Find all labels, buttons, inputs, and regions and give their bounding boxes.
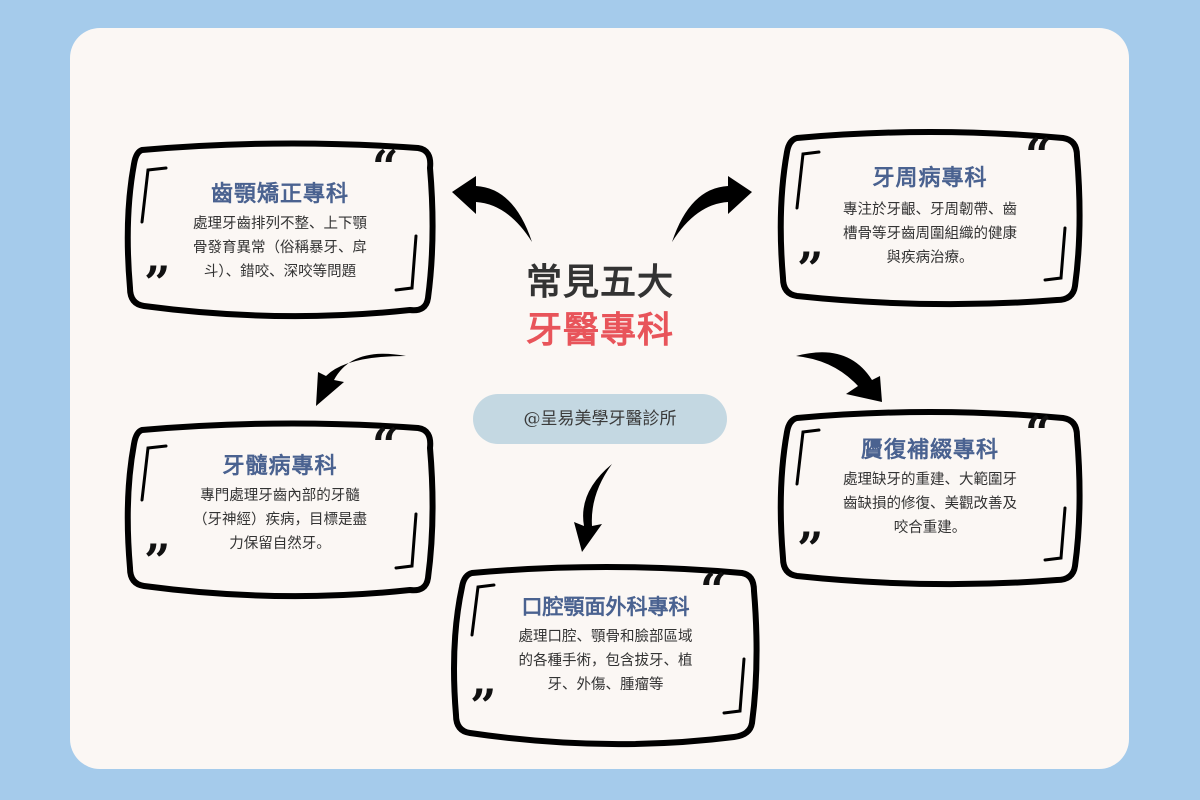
speech-frame-icon [777,129,1083,308]
clinic-badge: @呈易美學牙醫診所 [473,394,727,444]
specialty-card-endodontics: “ ” 牙髓病專科 專門處理牙齒內部的牙髓 （牙神經）疾病，目標是盡 力保留自然… [120,418,440,600]
close-quote-icon: ” [144,534,171,588]
specialty-card-prosthodontics: “ ” 贗復補綴專科 處理缺牙的重建、大範圍牙 齒缺損的修復、美觀改善及 咬合重… [775,408,1085,588]
close-quote-icon: ” [797,242,824,296]
specialty-title: 贗復補綴專科 [860,437,999,463]
specialty-card-periodontics: “ ” 牙周病專科 專注於牙齦、牙周韌帶、齒 槽骨等牙齒周圍組織的健康 與疾病治… [775,128,1085,308]
speech-frame-icon [777,409,1083,588]
close-quote-icon: ” [797,522,824,576]
open-quote-icon: “ [372,140,399,194]
specialty-title: 牙髓病專科 [222,453,338,479]
close-quote-icon: ” [470,679,497,733]
specialty-card-oral-surgery: “ ” 口腔顎面外科專科 處理口腔、顎骨和臉部區域 的各種手術，包含拔牙、植 牙… [448,563,763,748]
arrow-up-left-icon [452,176,532,242]
arrow-down-icon [574,464,612,552]
speech-frame-icon [451,564,760,748]
specialty-description: 處理缺牙的重建、大範圍牙 齒缺損的修復、美觀改善及 咬合重建。 [843,472,1017,536]
main-title: 常見五大 牙醫專科 [480,258,720,354]
speech-frame-icon [124,420,436,600]
open-quote-icon: “ [1025,128,1052,182]
specialty-title: 牙周病專科 [872,165,988,191]
specialty-description: 處理牙齒排列不整、上下顎 骨發育異常（俗稱暴牙、戽 斗）、錯咬、深咬等問題 [193,216,367,280]
main-title-line1: 常見五大 [525,261,674,303]
arrow-down-left-icon [316,353,406,406]
arrow-up-right-icon [672,176,752,242]
specialty-description: 專門處理牙齒內部的牙髓 （牙神經）疾病，目標是盡 力保留自然牙。 [193,488,367,552]
specialty-card-orthodontics: “ ” 齒顎矯正專科 處理牙齒排列不整、上下顎 骨發育異常（俗稱暴牙、戽 斗）、… [120,138,440,320]
close-quote-icon: ” [144,256,171,310]
specialty-description: 處理口腔、顎骨和臉部區域 的各種手術，包含拔牙、植 牙、外傷、腫瘤等 [518,629,693,693]
speech-frame-icon [124,140,436,320]
main-title-line2: 牙醫專科 [525,309,674,351]
specialty-description: 專注於牙齦、牙周韌帶、齒 槽骨等牙齒周圍組織的健康 與疾病治療。 [843,202,1017,266]
specialty-title: 齒顎矯正專科 [210,181,349,207]
open-quote-icon: “ [1025,406,1052,460]
specialty-title: 口腔顎面外科專科 [521,594,690,619]
arrow-down-right-icon [796,352,882,402]
open-quote-icon: “ [372,418,399,472]
open-quote-icon: “ [700,563,727,617]
